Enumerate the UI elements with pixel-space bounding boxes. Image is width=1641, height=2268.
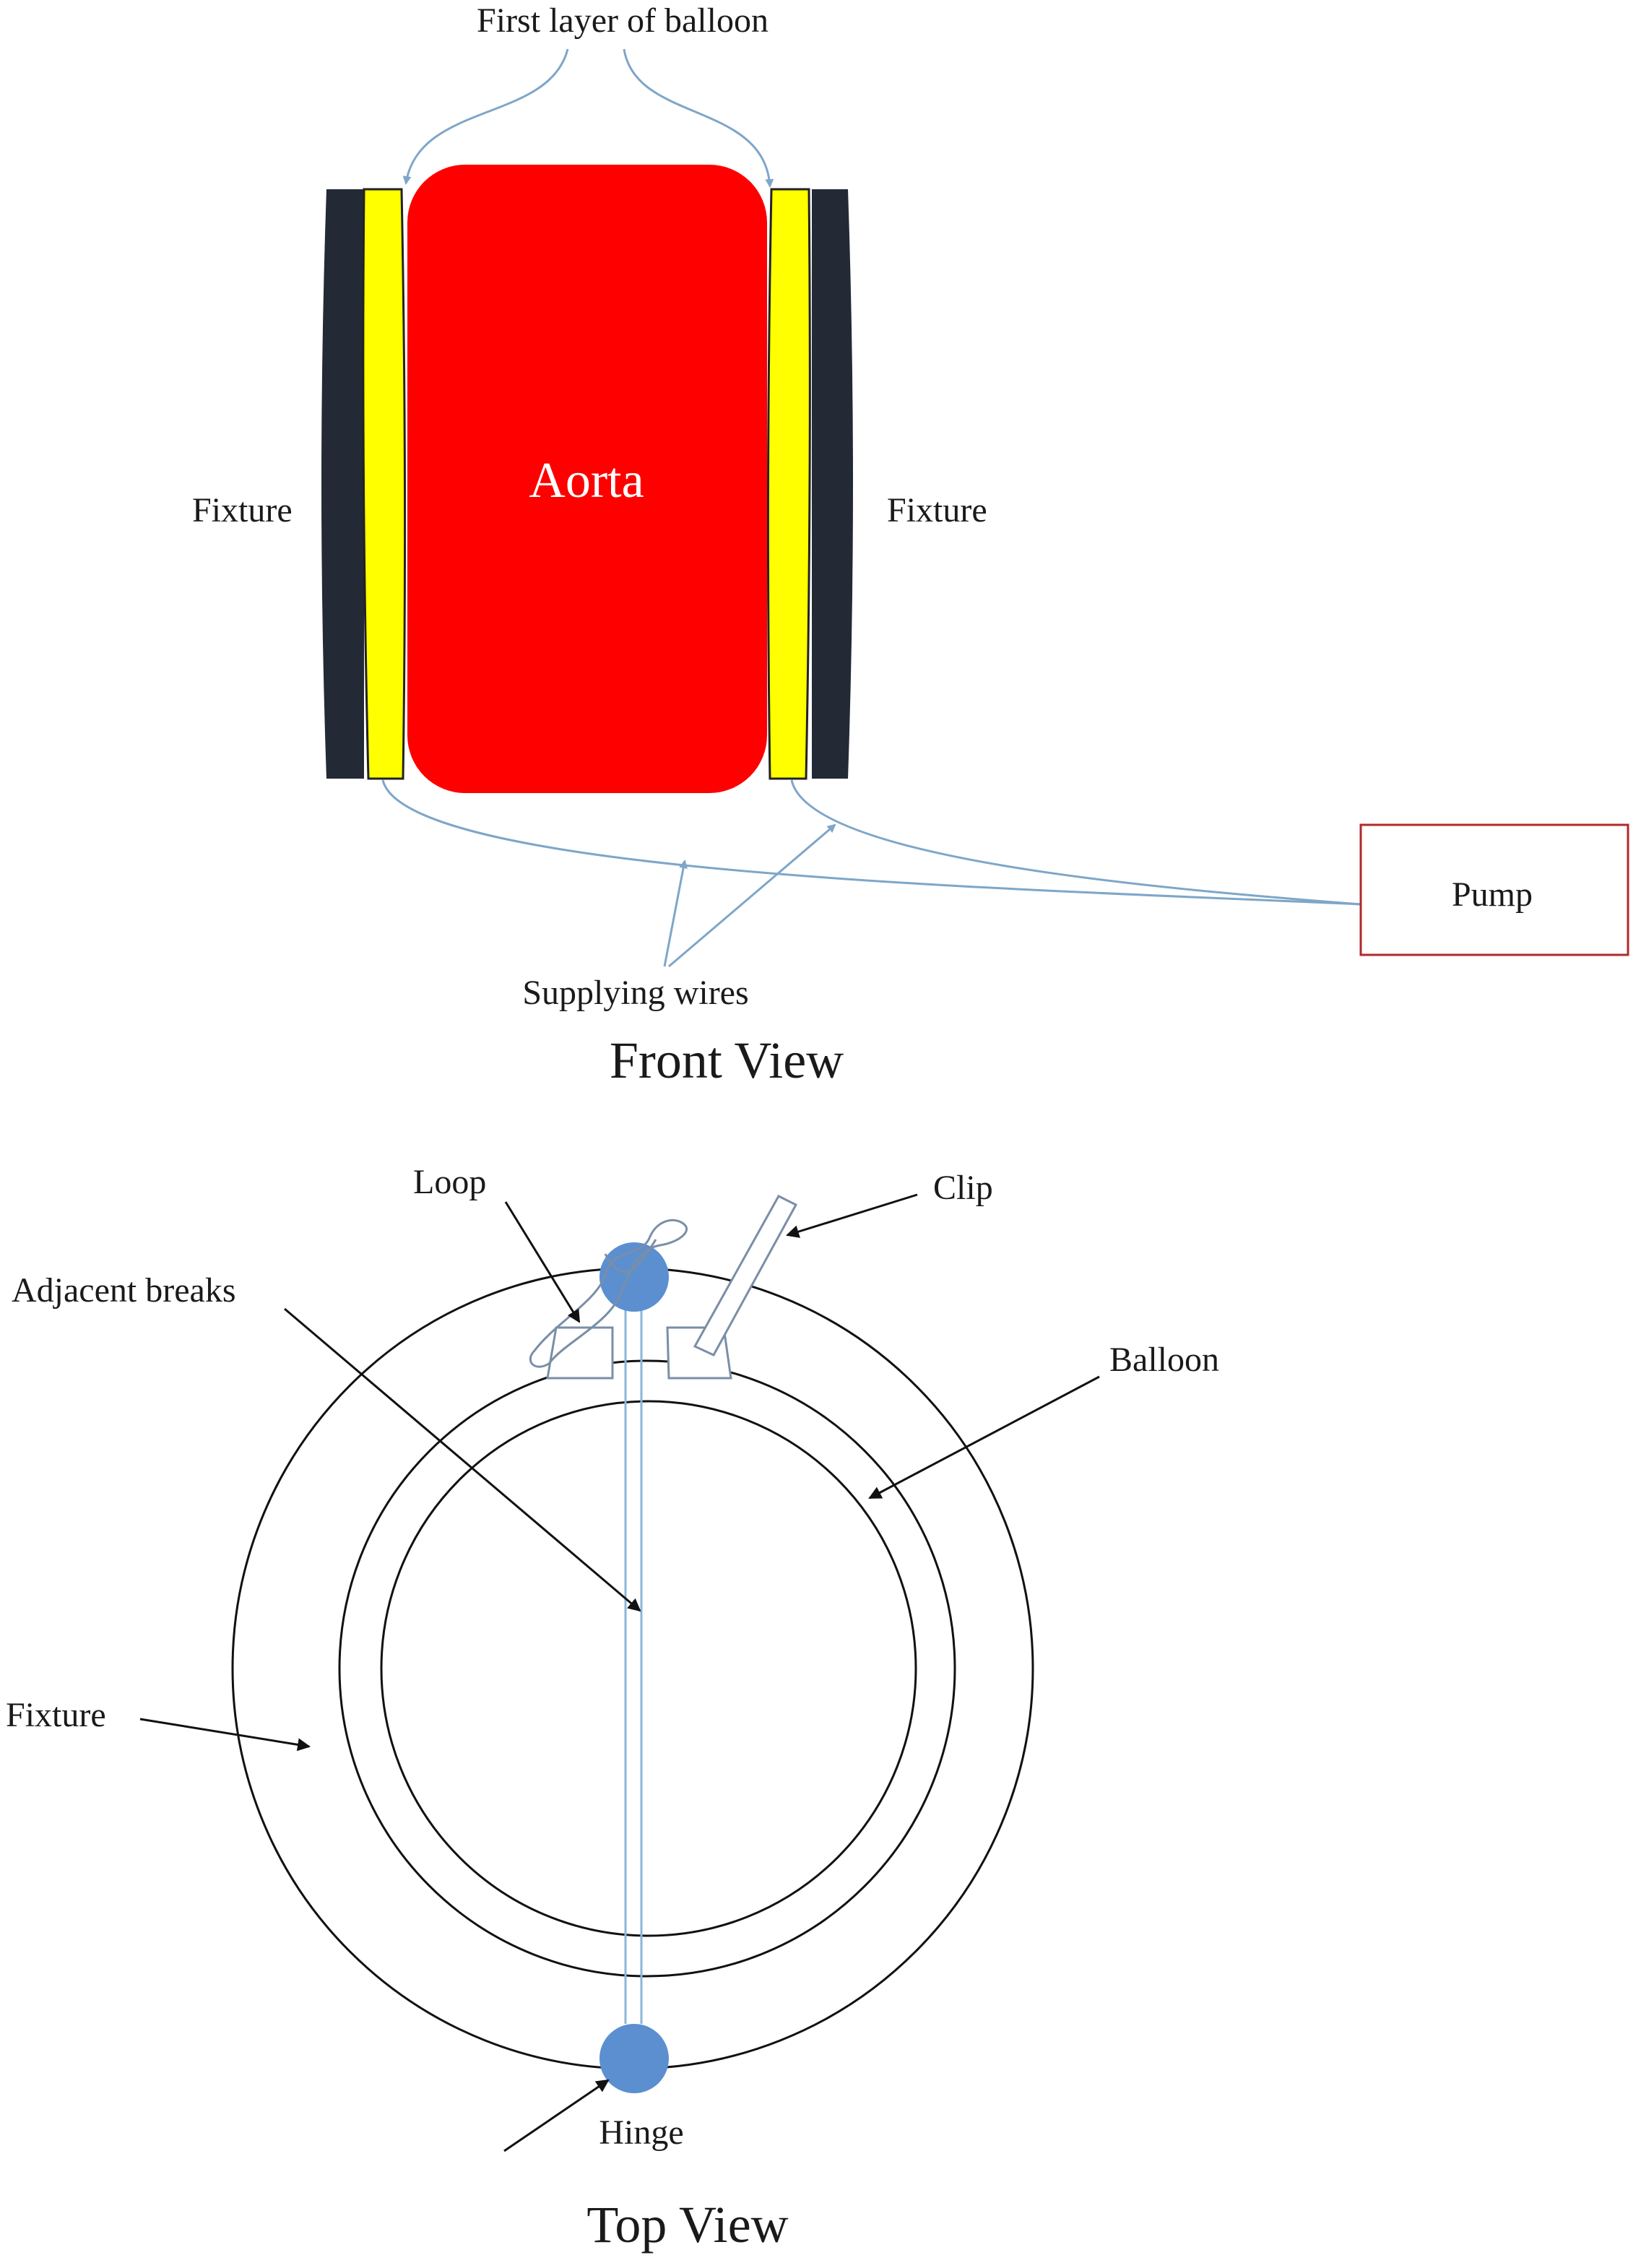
- clip-arrow: [786, 1193, 918, 1238]
- front-view-title: Front View: [610, 1031, 844, 1089]
- balloon-left-arrow: [402, 48, 569, 185]
- wires-arrow-right: [668, 823, 836, 968]
- fixture-outer-circle: [231, 1267, 1034, 2070]
- balloon-left-layer: [362, 188, 407, 780]
- aorta-label: Aorta: [529, 453, 644, 508]
- wire-left: [381, 779, 1361, 906]
- balloon-layer-label: First layer of balloon: [477, 1, 768, 40]
- fixture-arrow: [139, 1718, 311, 1752]
- wires-arrow-left: [663, 860, 688, 967]
- clip-shape: [693, 1195, 798, 1356]
- hinge-label: Hinge: [599, 2113, 683, 2152]
- pump-box: [1359, 823, 1629, 956]
- top-view: Loop Clip Adjacent breaks Balloon Fixtur…: [6, 1163, 1219, 2254]
- loop-label: Loop: [413, 1163, 486, 1201]
- hinge-top: [599, 1242, 669, 1312]
- wires-label: Supplying wires: [522, 974, 748, 1012]
- aorta-body: [407, 165, 767, 793]
- adjacent-breaks-arrow: [284, 1307, 641, 1612]
- balloon-label: Balloon: [1109, 1341, 1219, 1379]
- fixture-label: Fixture: [6, 1696, 106, 1734]
- balloon-arrow: [868, 1375, 1100, 1499]
- adjacent-breaks-label: Adjacent breaks: [12, 1271, 236, 1310]
- loop-shape: [529, 1219, 688, 1368]
- front-view: Aorta First layer of balloon Fixture Fix…: [192, 1, 1629, 1089]
- loop-inner: [604, 1239, 657, 1273]
- clip-label: Clip: [933, 1169, 993, 1207]
- pump-label: Pump: [1452, 875, 1533, 914]
- hinge-bottom: [599, 2024, 669, 2093]
- balloon-outer-circle: [338, 1359, 956, 1978]
- top-view-title: Top View: [586, 2196, 788, 2254]
- balloon-inner-circle: [380, 1400, 917, 1937]
- fixture-left-label: Fixture: [192, 491, 293, 529]
- hinge-arrow: [503, 2079, 610, 2152]
- balloon-right-layer: [766, 188, 811, 780]
- loop-support: [546, 1326, 614, 1380]
- fixture-left-bar: [321, 189, 364, 779]
- wire-right: [790, 779, 1361, 906]
- balloon-right-arrow: [623, 48, 774, 188]
- fixture-right-bar: [812, 189, 853, 779]
- fixture-right-label: Fixture: [887, 491, 987, 529]
- loop-arrow: [504, 1201, 581, 1323]
